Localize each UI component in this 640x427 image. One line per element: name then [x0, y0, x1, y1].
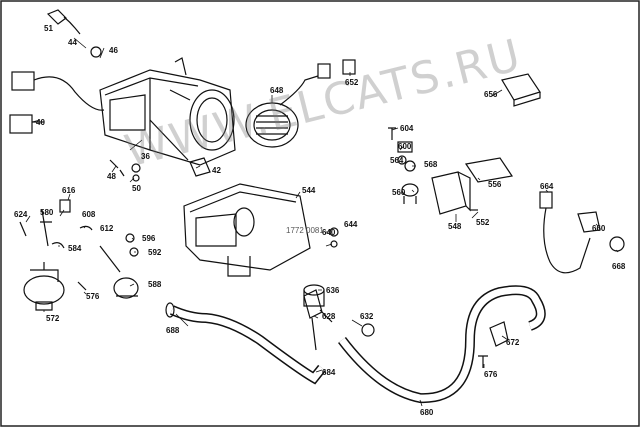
- label-608: 608: [82, 210, 96, 219]
- label-656: 656: [484, 90, 498, 99]
- servo-42: [149, 119, 211, 177]
- label-644: 644: [344, 220, 358, 229]
- label-42: 42: [212, 166, 221, 175]
- relay-40: [9, 114, 44, 134]
- label-604: 604: [400, 124, 414, 133]
- vacuum-actuator-588: [99, 245, 139, 299]
- label-660: 660: [592, 224, 606, 233]
- label-560: 560: [392, 188, 406, 197]
- label-648: 648: [270, 86, 284, 95]
- hose-680: [338, 285, 546, 404]
- label-668: 668: [612, 262, 626, 271]
- label-664: 664: [540, 182, 554, 191]
- label-548: 548: [448, 222, 462, 231]
- clamp-672-676: [478, 321, 509, 368]
- gasket-556: [464, 157, 514, 183]
- leader-lines: [25, 37, 619, 407]
- label-624: 624: [14, 210, 28, 219]
- label-40: 40: [36, 118, 45, 127]
- drawing-code: 1772 0081: [286, 226, 324, 235]
- label-616: 616: [62, 186, 76, 195]
- label-684: 684: [322, 368, 336, 377]
- actuator-linkage: [19, 199, 93, 249]
- label-628: 628: [322, 312, 336, 321]
- upper-heater-housing: [99, 57, 236, 166]
- label-50: 50: [132, 184, 141, 193]
- label-688: 688: [166, 326, 180, 335]
- plug-668: [609, 236, 625, 252]
- label-46: 46: [109, 46, 118, 55]
- label-636: 636: [326, 286, 340, 295]
- label-552: 552: [476, 218, 490, 227]
- label-596: 596: [142, 234, 156, 243]
- label-640: 640: [322, 228, 336, 237]
- label-680: 680: [420, 408, 434, 417]
- label-568: 568: [424, 160, 438, 169]
- label-44: 44: [68, 38, 77, 47]
- label-572: 572: [46, 314, 60, 323]
- connector-652: [342, 59, 356, 75]
- label-592: 592: [148, 248, 162, 257]
- hose-connector-636: [303, 284, 325, 307]
- label-51: 51: [44, 24, 53, 33]
- blower-resistor-656: [501, 73, 541, 107]
- relay-connector: [11, 71, 105, 111]
- hose-688-684: [165, 302, 326, 385]
- label-580: 580: [40, 208, 54, 217]
- control-unit-548: [431, 171, 478, 215]
- screws-48-50: [109, 159, 141, 182]
- label-652: 652: [345, 78, 359, 87]
- label-672: 672: [506, 338, 520, 347]
- clip-51: [46, 9, 102, 58]
- label-48: 48: [107, 172, 116, 181]
- label-556: 556: [488, 180, 502, 189]
- label-612: 612: [100, 224, 114, 233]
- label-576: 576: [86, 292, 100, 301]
- label-600: 600: [398, 142, 412, 151]
- label-676: 676: [484, 370, 498, 379]
- lower-heater-housing: [183, 183, 311, 277]
- label-564: 564: [390, 156, 404, 165]
- label-588: 588: [148, 280, 162, 289]
- label-544: 544: [302, 186, 316, 195]
- label-584: 584: [68, 244, 82, 253]
- grommets-596-592: [125, 233, 139, 257]
- screw-576: [77, 281, 87, 291]
- coolant-valve-628: [303, 289, 375, 351]
- sensor-harness-660: [539, 191, 601, 274]
- label-632: 632: [360, 312, 374, 321]
- label-36: 36: [141, 152, 150, 161]
- vacuum-unit-572: [23, 262, 65, 311]
